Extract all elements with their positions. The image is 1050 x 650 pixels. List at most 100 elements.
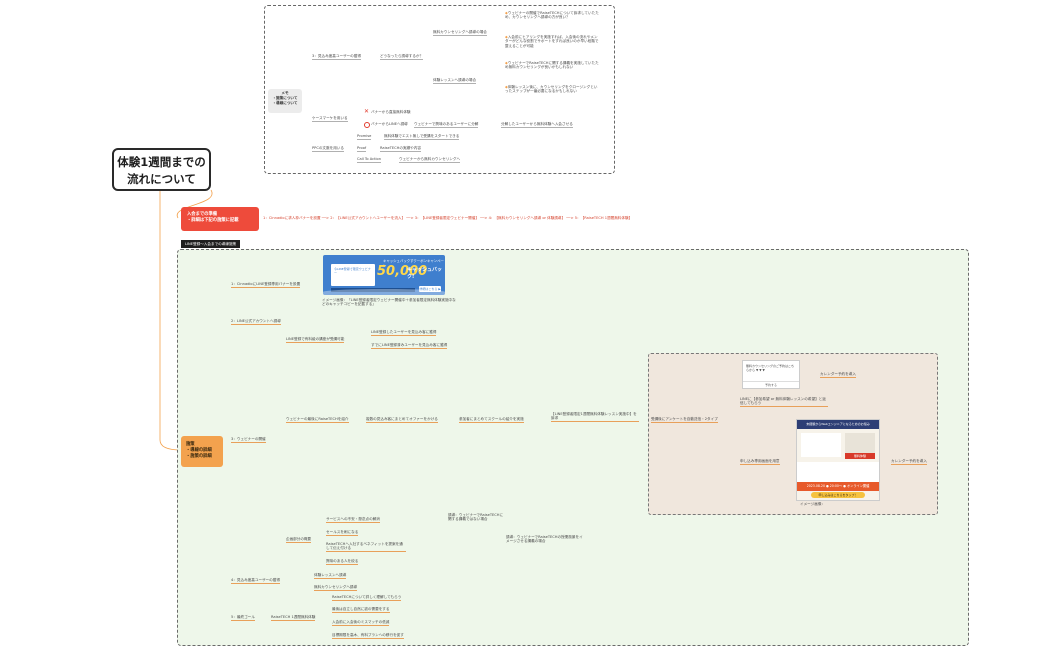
memo-ppc-proof[interactable]: Proof — [357, 146, 367, 152]
memo-note-text: ウェビナーの開催でRaiseTECHについて訴求していたため、カウンセリングへ誘… — [505, 11, 599, 20]
reason-2: 誘導：ウェビナーでRaiseTECHの授業風景をイメージさせる講義の場合 — [506, 535, 583, 544]
webinar-mid-1[interactable]: 複数の見込み客にまとめてオファーをかける — [366, 417, 438, 423]
memo-trial-note-1: ◆ウェビナーでRaiseTECHに関する講義を実施していたため無料カウンセリング… — [505, 61, 599, 70]
memo-case-x[interactable]: バナーから直接無料体験 — [371, 110, 411, 114]
prep-step[interactable]: 3：【LINE登録者限定ウェビナー開催】 — [414, 216, 479, 220]
memo-trial-case[interactable]: 体験レッスンへ誘導の場合 — [433, 78, 477, 84]
survey-card-button[interactable]: 予約する — [743, 381, 799, 388]
line-branch-b[interactable]: すでにLINE登録済みユーザーを見込み客に獲得 — [371, 343, 448, 349]
root-title-line: 体験1週間までの — [117, 155, 206, 169]
line-branch-a[interactable]: LINE登録したユーザーを見込み客に獲得 — [371, 330, 437, 336]
banner-wave — [323, 289, 445, 295]
survey-a-next[interactable]: カレンダー予約を導入 — [820, 372, 856, 378]
preparation-line: ・詳細は下記の施策に記載 — [187, 218, 239, 223]
step-4[interactable]: 4：見込み度高ユーザーの獲得 — [231, 578, 280, 584]
bullet-icon: ◆ — [505, 11, 508, 15]
memo-node[interactable]: メモ ・施策について ・導線について — [268, 89, 302, 113]
memo-branch-acquire[interactable]: 3：見込み度高ユーザーの獲得 — [312, 54, 361, 60]
memo-ppc-promise[interactable]: Promise — [357, 134, 372, 140]
banner-note: イメージ画像：「LINE登録者限定ウェビナー開催中＋参加者限定無料体験実施中など… — [322, 298, 456, 307]
cross-icon: ✕ — [364, 108, 370, 115]
outline-item[interactable]: RaiseTECHへ入社するベネフィットを提案を通して伝え付ける — [326, 542, 406, 553]
banner-left-panel: 今LINE登録で限定ウェビナー — [331, 264, 375, 286]
memo-counsel-case[interactable]: 無料カウンセリングへ誘導の場合 — [433, 30, 487, 36]
flyer-head: 未経験からWebエンジニアになるためのお悩み — [797, 420, 879, 429]
memo-section — [264, 5, 615, 174]
measures-line: 施策 — [186, 442, 195, 447]
survey-card-question: 無料カウンセリングのご予約はこちらから ▼ ▼ ▼ — [746, 364, 795, 372]
goal-item[interactable]: 目標期限を高木、有料プランへの移行を促す — [332, 633, 404, 639]
reason-1: 誘導：ウェビナーでRaiseTECHに関する講義ではない場合 — [448, 513, 504, 522]
goal-item[interactable]: 入会前に入会後のミスマッチの低減 — [332, 620, 390, 626]
banner-unit: キャッシュバック! — [407, 267, 443, 280]
goal-item[interactable]: RaiseTECHについて詳しく理解してもらう — [332, 595, 402, 601]
measures-line: ・導線の詳細 — [186, 448, 212, 453]
step-5-mid[interactable]: RaiseTECH 1週間無料体験 — [271, 615, 316, 621]
outline-item[interactable]: セールスを刷になる — [326, 530, 359, 536]
memo-case-branch[interactable]: ケースマーケを用いる — [312, 116, 348, 122]
survey-b[interactable]: 申し込み専用画面を用意 — [740, 459, 780, 465]
prep-step[interactable]: 1：Cinnadioに求人枠バナーを設置 — [263, 216, 321, 220]
outline-item[interactable]: 興味のある人を絞る — [326, 559, 359, 565]
step-4-trial[interactable]: 体験レッスンへ誘導 — [314, 573, 347, 579]
webinar-mid-2[interactable]: 参加者にまとめてスクールの紹介を実施 — [459, 417, 524, 423]
memo-counsel-note-2: ◆入会前にヒアリングを実施すれば、入会後の流れやメンターがどんな役割でサポートを… — [505, 35, 599, 48]
step-5[interactable]: 5：最終ゴール — [231, 615, 255, 621]
flyer-panel — [801, 433, 841, 457]
banner-amount: 50,000 — [377, 264, 428, 279]
memo-ppc-cta-text[interactable]: ウェビナーから無料カウンセリングへ — [399, 157, 461, 163]
memo-ppc-proof-text[interactable]: RaiseTECHの実績や内容 — [380, 146, 421, 152]
memo-case-o-last[interactable]: 分解したユーザーから無料体験へ入会させる — [501, 122, 573, 128]
prep-step[interactable]: 2：【LINE公式アカウントへユーザーを流入】 — [330, 216, 406, 220]
banner-left-text: 今LINE登録で限定ウェビナー — [334, 267, 371, 275]
bullet-icon: ◆ — [505, 35, 508, 39]
banner-date-bar — [331, 288, 415, 292]
measures-line: ・施策の詳細 — [186, 454, 212, 459]
memo-ppc-promise-text[interactable]: 無料体験でエスト無しで受講をスタートできる — [384, 134, 460, 140]
preparation-node[interactable]: 入会までの準備 ・詳細は下記の施策に記載 — [181, 207, 259, 231]
circle-icon — [364, 122, 370, 128]
memo-note-text: 入会前にヒアリングを実施すれば、入会後の流れやメンターがどんな役割でサポートをす… — [505, 35, 599, 48]
root-title-line: 流れについて — [127, 172, 196, 186]
lp-label: LINE登録〜入会までの導線施策 — [181, 240, 241, 248]
flyer-image: 未経験からWebエンジニアになるためのお悩み 無料体験 2023.08.20 ●… — [796, 419, 880, 501]
prep-step[interactable]: 5：【RaiseTECH 1週間無料体験】 — [574, 216, 633, 220]
line-branch[interactable]: LINE登録で有料級の講座が受講可能 — [286, 337, 345, 343]
root-node[interactable]: 体験1週間までの 流れについて — [112, 148, 211, 191]
survey-a[interactable]: LINEに【参加希望 or 無料体験レッスンの希望】と返信してもらう — [740, 397, 828, 408]
memo-case-o-next[interactable]: ウェビナーで興味のあるユーザーに分解 — [414, 122, 479, 128]
step-4-counsel[interactable]: 無料カウンセリングへ誘導 — [314, 585, 358, 591]
banner-button: 詳細はこちら ▶ — [419, 286, 441, 292]
webinar-mid-3[interactable]: 【LINE登録者限定1週間無料体験レッスン実施中】を訴求 — [551, 412, 639, 423]
webinar-survey[interactable]: 受講後にアンケートを自動送信・2タイプ — [651, 417, 718, 423]
banner-image: 今LINE登録で限定ウェビナー キャッシュバックすクーポンキャンペーン 50,0… — [323, 255, 445, 295]
step-2[interactable]: 2：LINE公式アカウントへ誘導 — [231, 319, 281, 325]
banner-top-text: キャッシュバックすクーポンキャンペーン — [383, 259, 444, 268]
survey-b-next[interactable]: カレンダー予約を導入 — [891, 459, 927, 465]
webinar-branch[interactable]: ウェビナーの最後にRaiseTECHを紹介 — [286, 417, 349, 423]
flyer-body — [797, 462, 879, 482]
goal-item[interactable]: 最後は自立し自然に欲の需要をする — [332, 607, 390, 613]
outline-branch[interactable]: 企画部分の概要 — [286, 537, 312, 543]
memo-note-text: ウェビナーでRaiseTECHに関する講義を実施していたため無料カウンセリングが… — [505, 61, 599, 70]
bullet-icon: ◆ — [505, 61, 508, 65]
memo-node-line: ・導線について — [272, 101, 298, 105]
flyer-button: 申し込みはこちらをタップ！ — [811, 492, 865, 498]
image-label: イメージ画像： — [800, 502, 826, 506]
memo-case-o[interactable]: バナーからLINEへ誘導 — [371, 122, 408, 126]
preparation-line: 入会までの準備 — [187, 212, 218, 217]
memo-note-text: 体験レッスン後に、カウンセリングをクロージングといったステップが一番必要になるか… — [505, 85, 598, 94]
memo-node-line: メモ — [281, 91, 289, 95]
memo-ppc-branch[interactable]: PPCの文脈を用いる — [312, 146, 344, 152]
survey-card: 無料カウンセリングのご予約はこちらから ▼ ▼ ▼ 予約する — [742, 360, 800, 389]
measures-node[interactable]: 施策 ・導線の詳細 ・施策の詳細 — [181, 436, 223, 467]
prep-step[interactable]: 4：【無料カウンセリングへ誘導 or 体験誘導】 — [488, 216, 566, 220]
memo-branch-question[interactable]: どうなったら誘導するか？ — [380, 54, 424, 60]
step-1[interactable]: 1：CinnadioにLINE登録専用バナーを設置 — [231, 282, 301, 288]
memo-node-line: ・施策について — [272, 96, 298, 100]
step-3[interactable]: 3：ウェビナーの開催 — [231, 437, 266, 443]
preparation-steps: 1：Cinnadioに求人枠バナーを設置 ──> 2：【LINE公式アカウントへ… — [263, 216, 633, 220]
memo-ppc-cta[interactable]: Call To Action — [357, 157, 382, 163]
outline-item[interactable]: サービスへの不安・懸念点の解消 — [326, 517, 380, 523]
bullet-icon: ◆ — [505, 85, 508, 89]
